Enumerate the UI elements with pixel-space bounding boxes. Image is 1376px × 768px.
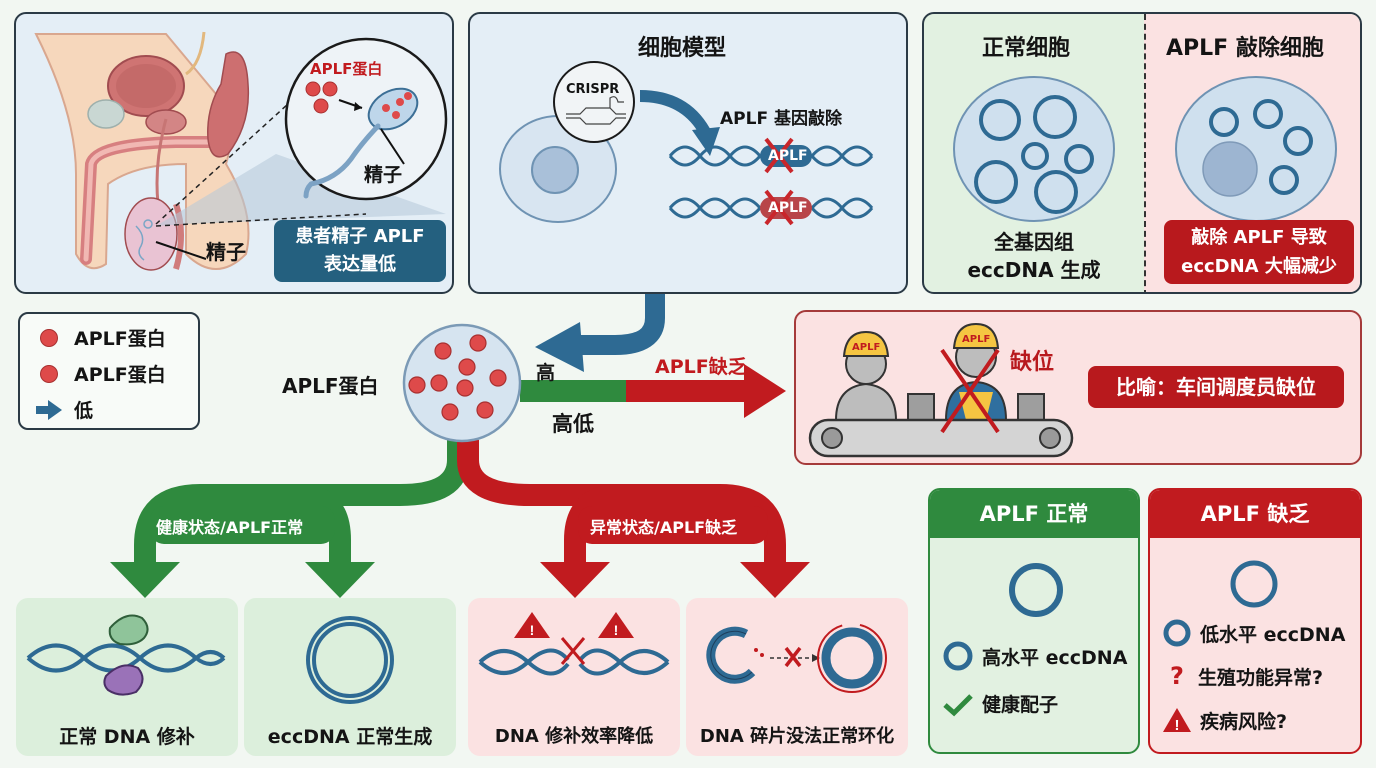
knockout-caption-line-2: eccDNA 大幅减少 [1181, 256, 1337, 277]
gene-label-1: APLF [768, 148, 808, 164]
red-dot-icon [40, 328, 58, 347]
ring-icon [1230, 560, 1278, 608]
missing-label: 缺位 [1010, 350, 1055, 375]
warning-icon: ! [1163, 708, 1191, 734]
summary-item: 高水平 eccDNA [942, 640, 1127, 672]
eccdna-ring-icon [306, 616, 394, 704]
legend-label: APLF蛋白 [74, 328, 166, 350]
knockout-label: APLF 基因敲除 [720, 109, 842, 129]
summary-item: ? 生殖功能异常? [1164, 662, 1323, 690]
protein-label: APLF蛋白 [282, 374, 379, 398]
crispr-label: CRISPR [566, 82, 620, 97]
outcome-card-eccdna-normal: eccDNA 正常生成 [244, 598, 456, 756]
high-label: 高 [536, 362, 556, 384]
deficiency-label: APLF缺乏 [655, 356, 747, 378]
svg-text:!: ! [614, 622, 619, 638]
warning-icon: ! [514, 612, 550, 638]
cell-model-panel: 细胞模型 CRISPR APLF 基因敲除 A [468, 12, 908, 294]
legend-label: 低 [74, 400, 94, 422]
knockout-caption-line-1: 敲除 APLF 导致 [1191, 227, 1327, 248]
metaphor-badge: 比喻：车间调度员缺位 [1088, 366, 1344, 408]
summary-deficient-panel: APLF 缺乏 低水平 eccDNA ? 生殖功能异常? ! 疾病风险? [1148, 488, 1362, 754]
knockout-x-icon-2 [764, 189, 794, 226]
summary-item: ! 疾病风险? [1162, 706, 1287, 734]
high-low-label: 高低 [552, 412, 594, 436]
blue-arrow-icon [36, 399, 62, 420]
low-expression-badge: 患者精子 APLF 表达量低 [274, 220, 446, 282]
failed-x-icon [784, 646, 802, 668]
outcome-label: 正常 DNA 修补 [59, 726, 195, 748]
dna-helix-2 [668, 197, 874, 219]
check-icon [943, 693, 973, 716]
normal-caption: 全基因组 eccDNA 生成 [924, 228, 1144, 284]
legend: APLF蛋白 APLF蛋白 低 [18, 312, 200, 430]
dna-repair-icon [26, 614, 226, 696]
helmet-label-1: APLF [852, 342, 881, 353]
cell-model-title: 细胞模型 [638, 36, 727, 61]
normal-caption-line-2: eccDNA 生成 [967, 258, 1101, 282]
conveyor-illustration [808, 322, 1074, 458]
missing-worker-x-icon [940, 348, 1000, 434]
red-dot-icon [40, 364, 58, 383]
knockout-caption-badge: 敲除 APLF 导致 eccDNA 大幅减少 [1164, 220, 1354, 284]
sperm-label: 精子 [206, 240, 246, 264]
eccdna-comparison [953, 76, 1337, 222]
normal-caption-line-1: 全基因组 [994, 230, 1074, 254]
summary-normal-panel: APLF 正常 高水平 eccDNA 健康配子 [928, 488, 1140, 754]
break-x-icon [560, 637, 586, 665]
outcome-card-circularization-failed: DNA 碎片没法正常环化 [686, 598, 908, 756]
outcome-card-dna-repair: 正常 DNA 修补 [16, 598, 238, 756]
ring-icon [1009, 563, 1063, 617]
protein-dots [408, 334, 507, 421]
legend-item: 低 [36, 396, 93, 423]
summary-normal-title: APLF 正常 [930, 490, 1138, 538]
summary-item: 低水平 eccDNA [1162, 618, 1345, 648]
summary-item-label: 生殖功能异常? [1198, 666, 1324, 689]
badge-line-1: 患者精子 APLF [295, 226, 425, 247]
summary-item-label: 低水平 eccDNA [1200, 623, 1346, 646]
zoom-sperm-label: 精子 [364, 164, 403, 186]
legend-item: APLF蛋白 [40, 324, 166, 351]
summary-item-label: 高水平 eccDNA [982, 646, 1128, 669]
abnormal-branch-label: 异常状态/APLF缺乏 [590, 518, 738, 537]
question-icon: ? [1170, 662, 1184, 690]
knockout-x-icon-1 [764, 137, 794, 174]
anatomy-illustration [34, 31, 448, 271]
gene-label-2: APLF [768, 200, 808, 216]
knockout-eccdna-rings [1209, 99, 1313, 195]
outcome-label: DNA 碎片没法正常环化 [699, 726, 895, 747]
svg-text:!: ! [530, 622, 535, 638]
ring-icon [943, 641, 973, 671]
comparison-panel: 正常细胞 APLF 敲除细胞 全基因组 eccDNA 生成 敲除 APLF 导致… [922, 12, 1362, 294]
svg-text:!: ! [1175, 717, 1180, 734]
ring-icon [1163, 619, 1191, 647]
outcome-card-repair-reduced: ! ! DNA 修补效率降低 [468, 598, 680, 756]
summary-item: 健康配子 [942, 690, 1058, 717]
summary-item-label: 健康配子 [982, 694, 1059, 716]
knockout-cell-title: APLF 敲除细胞 [1166, 36, 1324, 61]
badge-line-2: 表达量低 [324, 254, 396, 275]
normal-cell-title: 正常细胞 [982, 36, 1071, 61]
cell-model-illustration [499, 61, 874, 226]
legend-label: APLF蛋白 [74, 364, 166, 386]
outcome-label: DNA 修补效率降低 [494, 726, 654, 747]
summary-deficient-title: APLF 缺乏 [1150, 490, 1360, 538]
outcome-label: eccDNA 正常生成 [267, 726, 433, 748]
metaphor-panel: APLF APLF 缺位 比喻：车间调度员缺位 [794, 310, 1362, 465]
anatomy-panel: APLF蛋白 精子 精子 患者精子 APLF 表达量低 [14, 12, 454, 294]
broken-dna-icon: ! ! [478, 612, 670, 676]
normal-eccdna-rings [974, 95, 1094, 214]
helmet-label-2: APLF [962, 334, 991, 345]
dna-helix-1 [668, 145, 874, 167]
zoom-protein-label: APLF蛋白 [310, 60, 383, 78]
failed-circularization-icon [706, 623, 887, 693]
warning-icon: ! [598, 612, 634, 638]
legend-item: APLF蛋白 [40, 360, 166, 387]
healthy-branch-label: 健康状态/APLF正常 [156, 518, 304, 537]
summary-item-label: 疾病风险? [1200, 710, 1288, 733]
